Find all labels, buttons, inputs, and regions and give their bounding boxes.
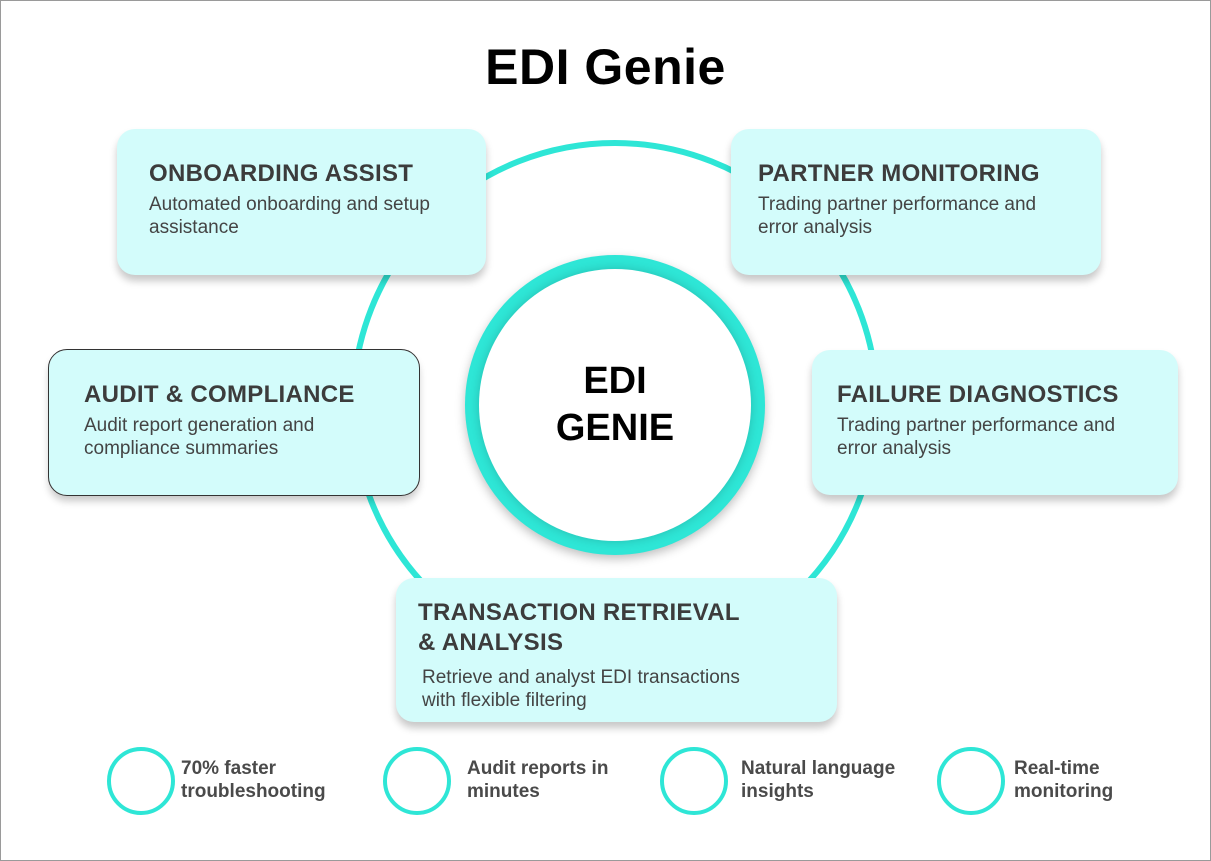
hub-circle: EDI GENIE [465,255,765,555]
circle-ring-icon [107,747,175,815]
circle-ring-icon [383,747,451,815]
card-onboarding-assist: ONBOARDING ASSIST Automated onboarding a… [117,129,486,275]
hub-label: EDI GENIE [555,360,675,449]
benefits-row: 70% faster troubleshooting Audit reports… [0,745,1211,815]
card-description: Automated onboarding and setup assistanc… [149,194,430,238]
card-audit-compliance: AUDIT & COMPLIANCE Audit report generati… [48,349,420,496]
card-description: Trading partner performance and error an… [758,194,1037,238]
card-failure-diagnostics: FAILURE DIAGNOSTICS Trading partner perf… [812,350,1178,495]
circle-ring-icon [937,747,1005,815]
card-transaction-retrieval: TRANSACTION RETRIEVAL & ANALYSIS Retriev… [396,578,837,722]
card-description: Retrieve and analyst EDI transactions wi… [422,667,740,711]
card-title: ONBOARDING ASSIST [149,160,414,187]
benefit-text: 70% faster troubleshooting [181,758,326,802]
card-title: TRANSACTION RETRIEVAL & ANALYSIS [418,599,740,656]
benefit-text: Real-time monitoring [1014,758,1114,802]
benefit-text: Audit reports in minutes [467,758,609,802]
card-partner-monitoring: PARTNER MONITORING Trading partner perfo… [731,129,1101,275]
page-title: EDI Genie [485,39,726,95]
card-title: AUDIT & COMPLIANCE [84,381,355,408]
benefit-text: Natural language insights [741,758,896,802]
card-description: Audit report generation and compliance s… [84,415,315,459]
card-title: FAILURE DIAGNOSTICS [837,381,1119,408]
circle-ring-icon [660,747,728,815]
card-title: PARTNER MONITORING [758,160,1040,187]
card-description: Trading partner performance and error an… [837,415,1116,459]
hub-inner-circle: EDI GENIE [479,269,751,541]
